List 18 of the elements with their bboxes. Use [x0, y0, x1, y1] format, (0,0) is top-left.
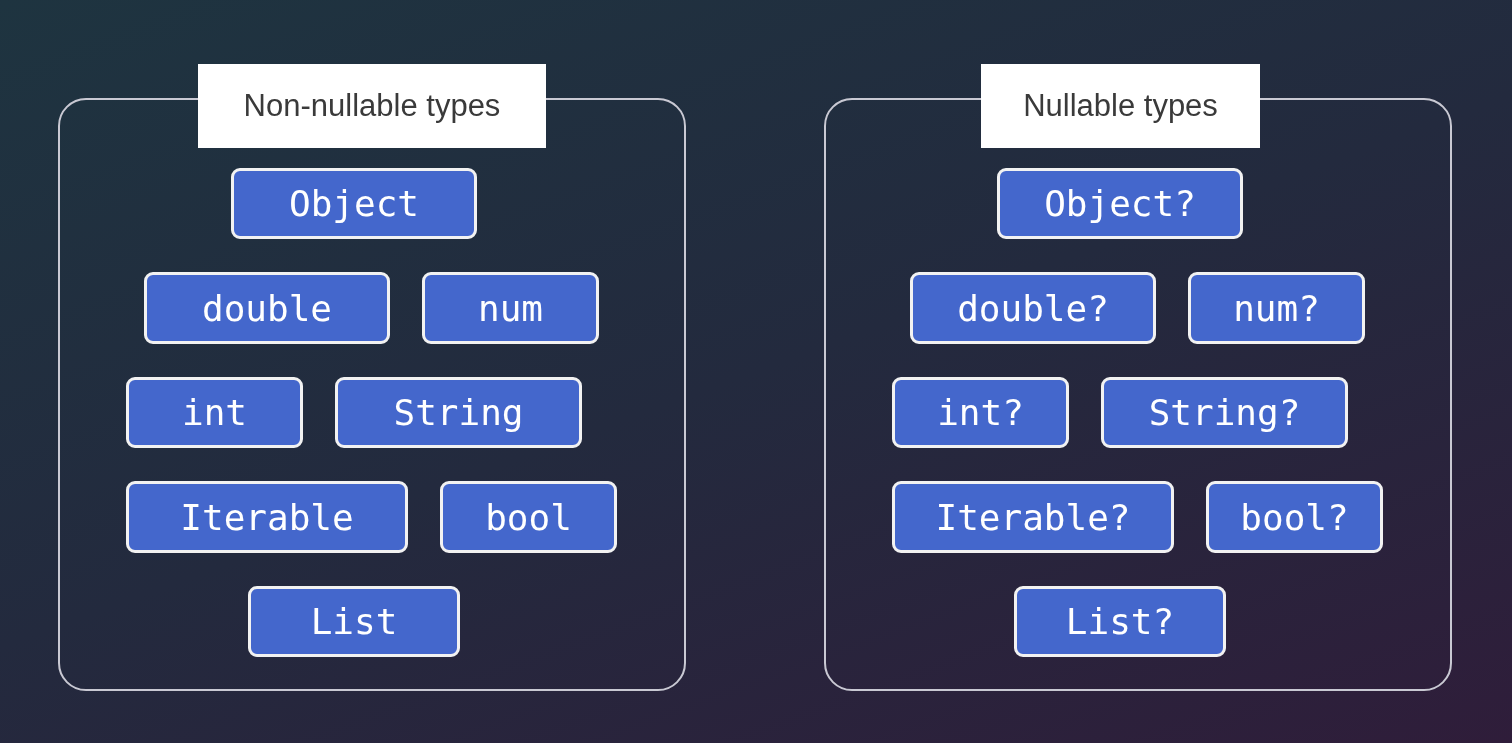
type-chip: int: [126, 377, 303, 448]
type-chip: Object: [231, 168, 477, 239]
type-chip: Object?: [997, 168, 1243, 239]
type-chip: num?: [1188, 272, 1365, 344]
type-chip: int?: [892, 377, 1069, 448]
type-chip: num: [422, 272, 599, 344]
type-chip: String?: [1101, 377, 1348, 448]
group-title: Non-nullable types: [198, 64, 546, 148]
type-chip: List?: [1014, 586, 1226, 657]
type-chip: Iterable: [126, 481, 408, 553]
type-chip: bool: [440, 481, 617, 553]
group-title: Nullable types: [981, 64, 1260, 148]
type-chip: double: [144, 272, 390, 344]
type-chip: Iterable?: [892, 481, 1174, 553]
type-chip: double?: [910, 272, 1156, 344]
type-chip: String: [335, 377, 582, 448]
type-chip: bool?: [1206, 481, 1383, 553]
type-chip: List: [248, 586, 460, 657]
